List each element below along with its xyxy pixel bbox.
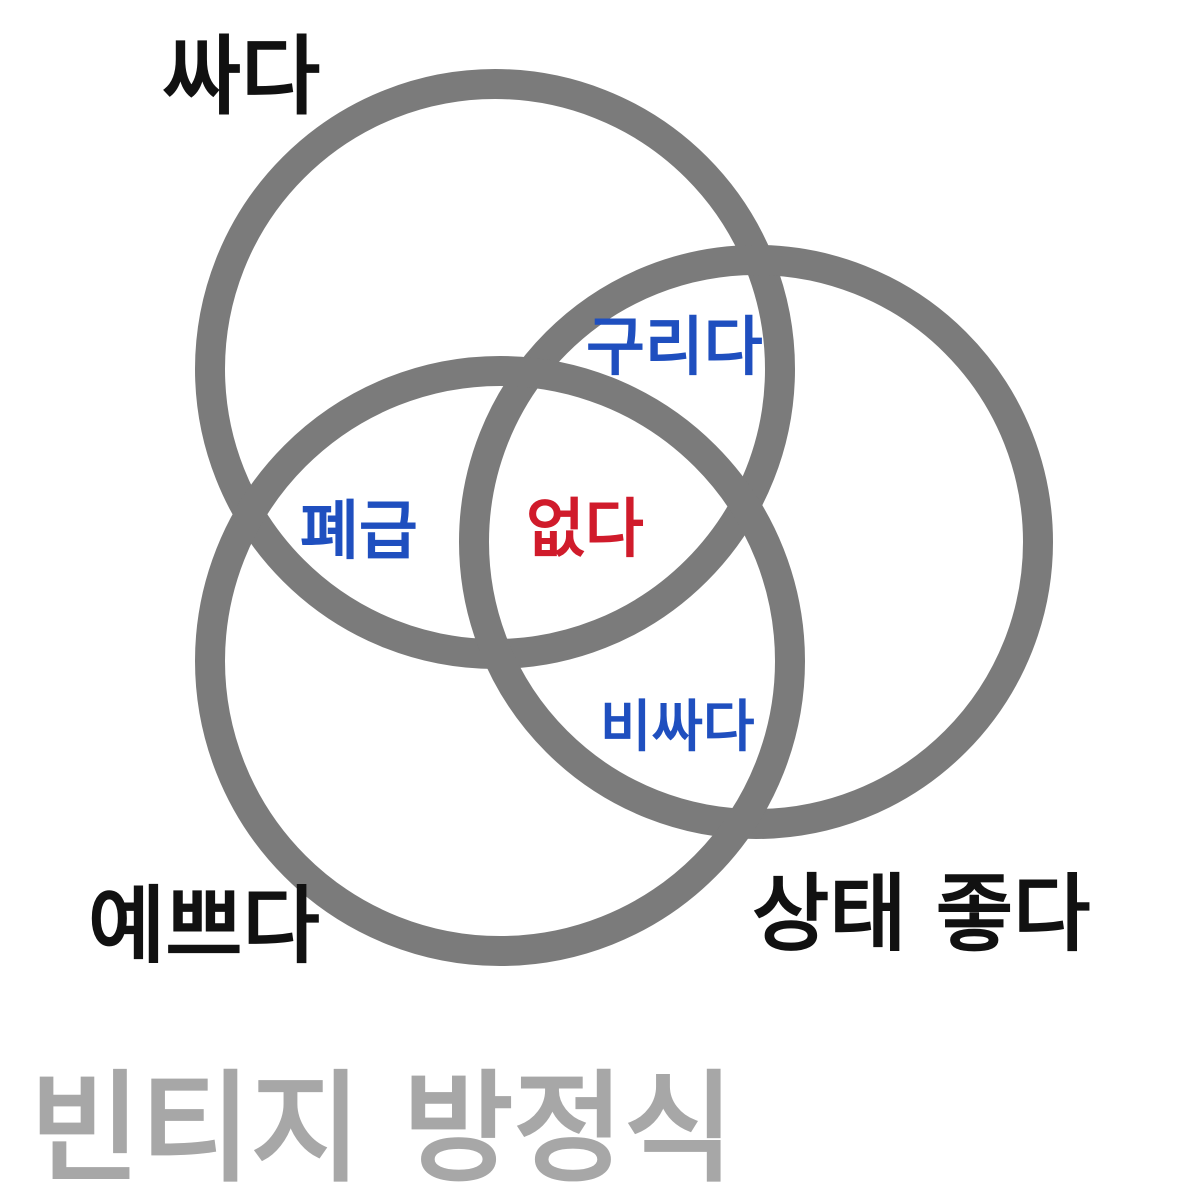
set-label-cheap: 싸다	[162, 27, 321, 127]
region-label-ugly: 구리다	[586, 311, 763, 385]
set-label-pretty: 예쁘다	[88, 877, 320, 975]
diagram-title: 빈티지 방정식	[30, 1060, 735, 1199]
region-label-none: 없다	[526, 493, 644, 567]
set-label-good-condition: 상태 좋다	[752, 865, 1091, 963]
circle-pretty	[195, 356, 805, 966]
region-label-expensive: 비싸다	[600, 695, 755, 760]
region-label-junk: 폐급	[300, 495, 418, 569]
